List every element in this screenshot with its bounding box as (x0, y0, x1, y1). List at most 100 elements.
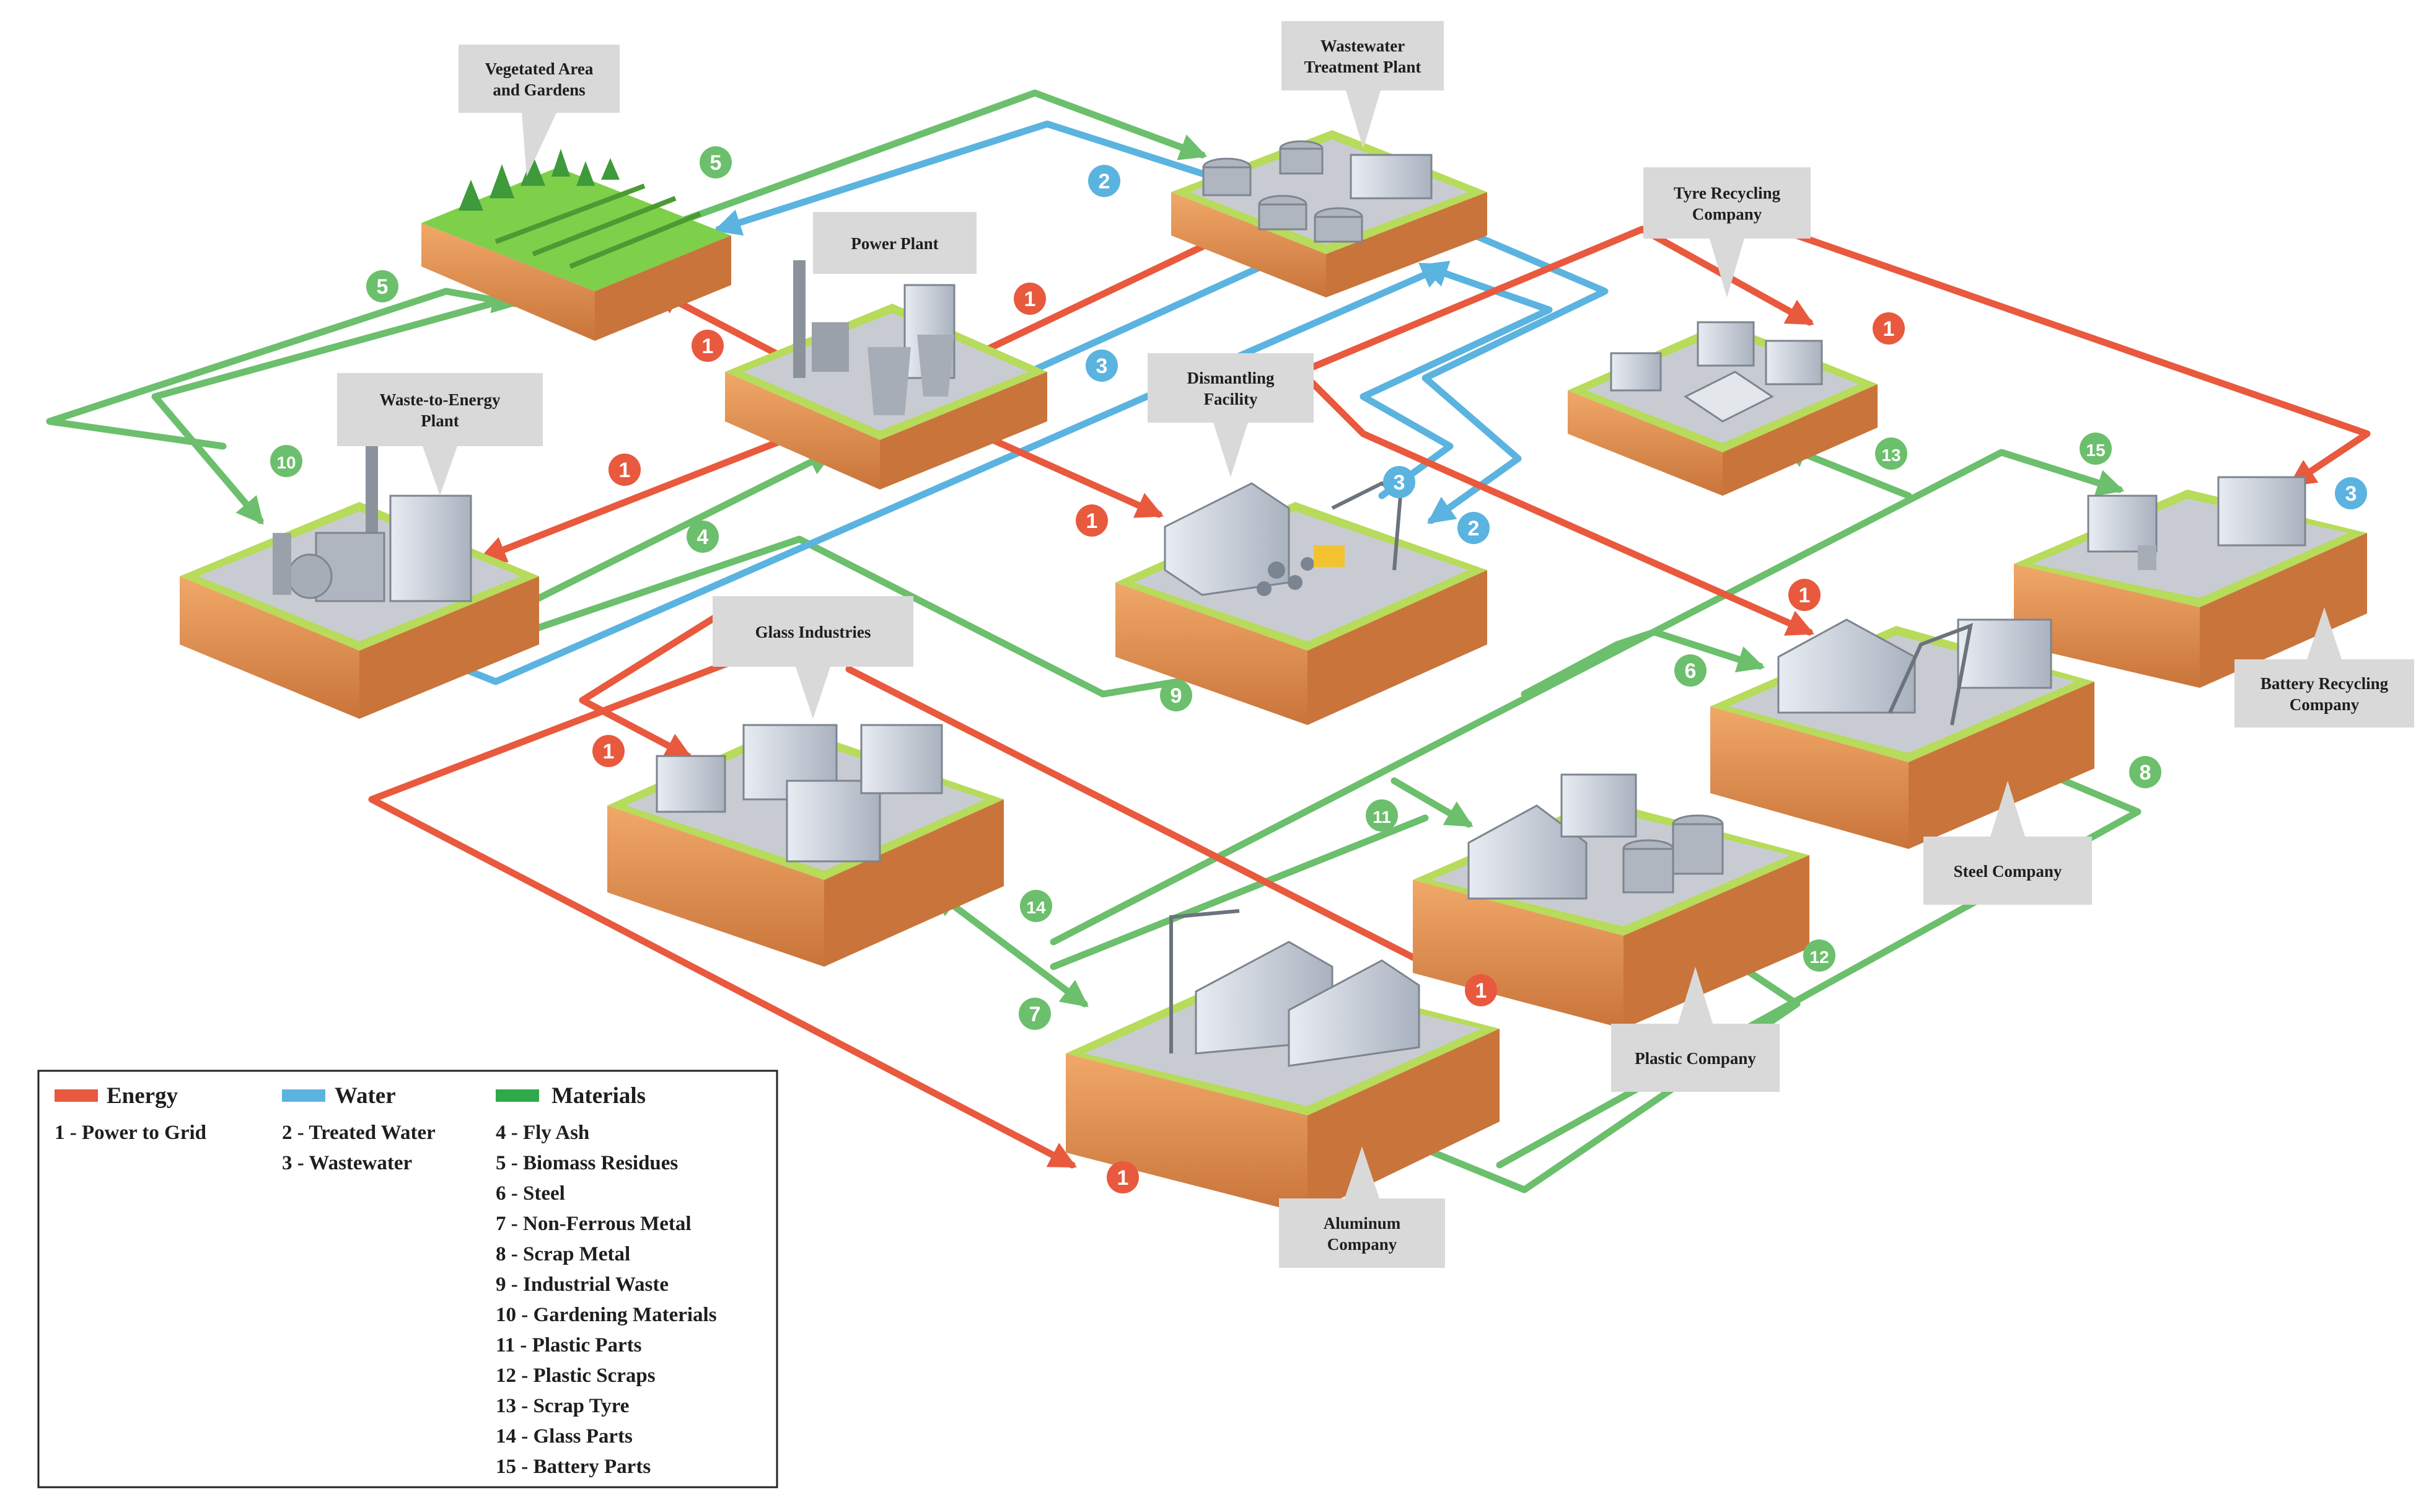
tile-tyre (1568, 321, 1878, 496)
legend-materials-item: 12 - Plastic Scraps (496, 1365, 656, 1387)
badge-water-2: 2 (1088, 165, 1120, 197)
tile-dismantling (1115, 481, 1487, 725)
badge-energy-1: 1 (1076, 504, 1108, 537)
legend-energy-swatch (55, 1089, 98, 1102)
svg-text:1: 1 (1117, 1166, 1129, 1190)
tile-battery (2014, 476, 2367, 688)
badge-materials-10: 10 (270, 445, 302, 477)
svg-text:7: 7 (1029, 1003, 1041, 1026)
svg-text:1: 1 (1024, 288, 1036, 311)
flow-power-wte (478, 430, 803, 563)
svg-text:5: 5 (710, 151, 722, 175)
flow-plastic-parts (1391, 777, 1474, 828)
legend-materials-item: 14 - Glass Parts (496, 1425, 633, 1448)
flow-glass (931, 889, 1089, 1008)
legend-energy-item: 1 - Power to Grid (55, 1122, 206, 1144)
callout-tyre-line: Tyre Recycling (1674, 184, 1781, 203)
legend-materials-item: 13 - Scrap Tyre (496, 1395, 629, 1417)
flow-wastewater-power (1013, 250, 1294, 382)
flow-industrial-waste (465, 535, 1181, 698)
flow-fly-ash (492, 449, 835, 623)
badge-energy-1: 1 (1873, 312, 1905, 345)
tile-vegetated (421, 149, 731, 341)
svg-text:10: 10 (276, 453, 296, 472)
flow-biomass-left (151, 294, 518, 525)
callout-wastewater-line: Treatment Plant (1304, 58, 1421, 76)
flow-power-dismantle (975, 430, 1164, 518)
legend-materials-item: 4 - Fly Ash (496, 1122, 589, 1144)
callout-aluminum-line: Company (1327, 1235, 1397, 1254)
flow-glass-grid (579, 604, 735, 760)
callout-power-line: Power Plant (851, 234, 938, 253)
svg-text:1: 1 (702, 335, 714, 358)
flow-badges: 5251131101413213151391168111412711 (270, 146, 2367, 1193)
callout-glass: Glass Industries (713, 596, 913, 719)
badge-materials-7: 7 (1019, 998, 1051, 1030)
legend-water-items: 2 - Treated Water 3 - Wastewater (282, 1122, 436, 1174)
badge-water-3: 3 (2335, 477, 2367, 509)
flow-tyre-battery (1793, 232, 2371, 487)
callout-battery-line: Battery Recycling (2260, 674, 2389, 693)
svg-text:6: 6 (1685, 659, 1697, 683)
tile-power-plant (725, 260, 1047, 490)
legend-materials-item: 9 - Industrial Waste (496, 1273, 669, 1296)
flow-treated-dismantle-a (1421, 232, 1609, 524)
legend-water-item: 2 - Treated Water (282, 1122, 436, 1144)
svg-text:12: 12 (1809, 947, 1829, 967)
badge-water-3: 3 (1383, 466, 1415, 498)
flow-lines (46, 89, 2371, 1193)
svg-text:1: 1 (1086, 509, 1098, 533)
badge-materials-14: 14 (1020, 890, 1052, 922)
flow-battery (1050, 449, 2125, 946)
flow-treated-dismantle-b (1360, 260, 1553, 499)
tile-wastewater (1171, 130, 1487, 297)
callout-tyre-line: Company (1692, 205, 1762, 224)
callout-steel-line: Steel Company (1954, 862, 2062, 881)
svg-text:3: 3 (2345, 482, 2357, 506)
facility-tiles (180, 130, 2367, 1215)
badge-materials-13: 13 (1875, 437, 1907, 470)
callout-wte-line: Plant (421, 411, 459, 430)
callout-glass-line: Glass Industries (755, 623, 871, 641)
badge-materials-11: 11 (1366, 799, 1398, 832)
svg-text:9: 9 (1171, 684, 1182, 708)
flow-aluminum-grid (368, 635, 1077, 1169)
callout-power: Power Plant (813, 212, 977, 274)
svg-text:4: 4 (697, 525, 709, 549)
legend-water-title: Water (335, 1083, 396, 1109)
legend-energy-title: Energy (107, 1083, 178, 1109)
legend-energy-items: 1 - Power to Grid (55, 1122, 206, 1144)
flow-treated-water-garden (713, 120, 1206, 236)
badge-water-2: 2 (1457, 512, 1490, 544)
legend-materials-item: 5 - Biomass Residues (496, 1152, 678, 1174)
svg-text:1: 1 (603, 740, 615, 763)
callout-aluminum-line: Aluminum (1324, 1214, 1401, 1233)
tile-steel (1710, 618, 2094, 849)
legend-materials-item: 8 - Scrap Metal (496, 1243, 630, 1265)
badge-materials-6: 6 (1674, 654, 1707, 687)
flow-nonferrous (1050, 814, 1429, 970)
badge-energy-1: 1 (1014, 283, 1046, 315)
legend-materials-swatch (496, 1089, 539, 1102)
badge-energy-1: 1 (592, 735, 625, 767)
svg-text:3: 3 (1096, 354, 1108, 378)
badge-materials-4: 4 (687, 521, 719, 553)
flow-tyre-steel (1298, 226, 1815, 636)
badge-energy-1: 1 (1788, 579, 1821, 611)
legend: Energy Water Materials 1 - Power to Grid… (37, 1070, 778, 1488)
tile-glass (607, 724, 1004, 967)
legend-materials-item: 10 - Gardening Materials (496, 1304, 717, 1326)
svg-text:2: 2 (1099, 170, 1110, 193)
flow-biomass-top (672, 89, 1208, 227)
legend-water-item: 3 - Wastewater (282, 1152, 412, 1174)
callout-wastewater-line: Wastewater (1320, 37, 1405, 55)
callout-dismantling-line: Facility (1204, 390, 1258, 408)
callout-plastic-line: Plastic Company (1635, 1049, 1756, 1068)
